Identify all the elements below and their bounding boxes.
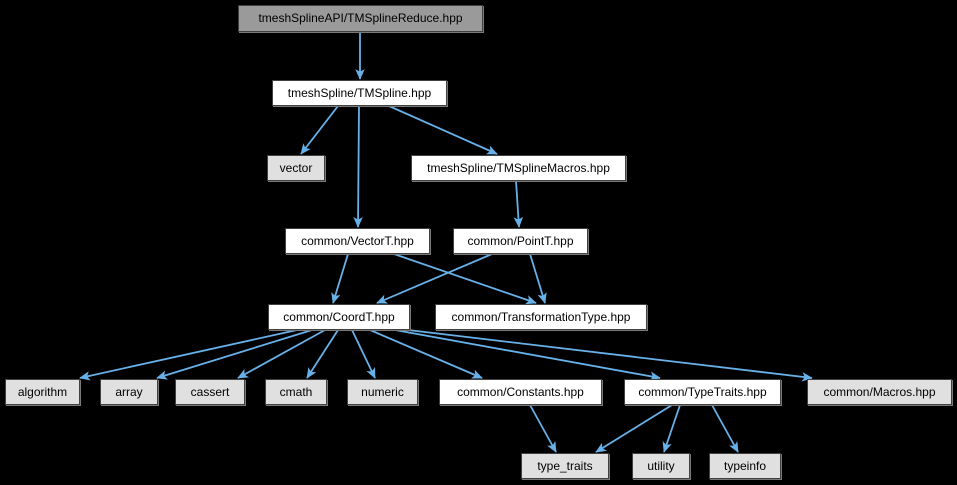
graph-node[interactable]: array (100, 379, 158, 405)
edge-n4-to-n7 (393, 253, 537, 305)
graph-node[interactable]: algorithm (5, 379, 80, 405)
graph-node-label: vector (279, 160, 313, 175)
graph-node-label: common/PointT.hpp (467, 233, 574, 248)
graph-node[interactable]: tmeshSplineAPI/TMSplineReduce.hpp (238, 5, 483, 32)
graph-node-label: typeinfo (723, 458, 767, 473)
edge-n14-to-n16 (595, 404, 673, 453)
edge-n14-to-n17 (662, 404, 681, 453)
edge-n6-to-n8 (79, 329, 298, 381)
graph-node[interactable]: common/VectorT.hpp (285, 228, 430, 254)
graph-node[interactable]: cmath (265, 379, 327, 405)
graph-node[interactable]: vector (267, 155, 325, 181)
graph-node-label: common/TypeTraits.hpp (638, 384, 767, 399)
graph-node[interactable]: common/Constants.hpp (439, 379, 602, 405)
edge-n6-to-n13 (369, 329, 483, 379)
graph-node-label: cassert (190, 384, 230, 399)
graph-node-label: algorithm (17, 384, 68, 399)
edge-n6-to-n14 (394, 329, 661, 381)
edge-n3-to-n5 (513, 180, 524, 228)
edge-n5-to-n6 (376, 253, 493, 304)
graph-node-label: common/CoordT.hpp (283, 309, 395, 324)
graph-node[interactable]: numeric (347, 379, 418, 405)
graph-node-label: tmeshSplineAPI/TMSplineReduce.hpp (258, 11, 463, 25)
edge-n13-to-n16 (529, 404, 557, 453)
edge-n5-to-n7 (529, 253, 547, 304)
graph-node-label: common/TransformationType.hpp (451, 309, 631, 324)
edge-n6-to-n9 (156, 329, 313, 380)
graph-node[interactable]: common/Macros.hpp (807, 379, 952, 405)
graph-node-label: common/VectorT.hpp (301, 233, 414, 248)
graph-node[interactable]: typeinfo (709, 453, 781, 479)
graph-node-label: cmath (279, 384, 313, 399)
graph-node[interactable]: common/PointT.hpp (453, 228, 588, 254)
edge-n6-to-n12 (351, 329, 376, 379)
edge-n1-to-n3 (388, 105, 498, 155)
graph-node[interactable]: type_traits (521, 453, 609, 479)
graph-node[interactable]: tmeshSpline/TMSplineMacros.hpp (411, 155, 626, 181)
graph-node[interactable]: tmeshSpline/TMSpline.hpp (272, 80, 447, 106)
graph-node-label: utility (647, 458, 675, 473)
graph-node-label: common/Macros.hpp (823, 384, 936, 399)
graph-node-label: numeric (361, 384, 404, 399)
edge-n1-to-n4 (353, 105, 363, 228)
graph-node[interactable]: utility (632, 453, 690, 479)
edge-n6-to-n11 (306, 329, 339, 379)
graph-node-label: tmeshSpline/TMSplineMacros.hpp (427, 160, 610, 175)
edge-n6-to-n10 (237, 329, 326, 379)
graph-node[interactable]: common/CoordT.hpp (268, 304, 410, 330)
edge-n6-to-n15 (407, 329, 813, 382)
edge-n4-to-n6 (331, 253, 349, 304)
graph-node-label: array (115, 384, 143, 399)
graph-node-label: type_traits (537, 458, 593, 473)
graph-node[interactable]: common/TypeTraits.hpp (624, 379, 781, 405)
graph-node[interactable]: cassert (175, 379, 245, 405)
edge-n14-to-n18 (711, 404, 739, 453)
graph-node-label: common/Constants.hpp (457, 384, 584, 399)
edge-n1-to-n2 (300, 105, 339, 155)
graph-node[interactable]: common/TransformationType.hpp (435, 304, 647, 330)
graph-node-label: tmeshSpline/TMSpline.hpp (287, 85, 432, 100)
